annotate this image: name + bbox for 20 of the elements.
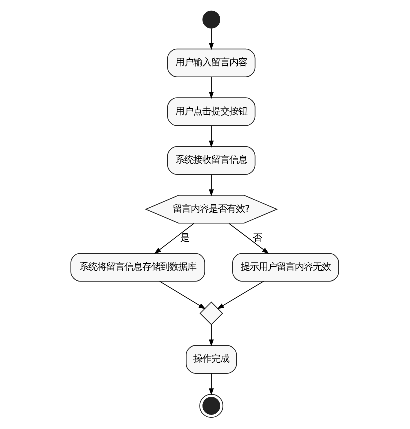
node-box: 提示用户留言内容无效 bbox=[232, 253, 340, 282]
node-box: 用户输入留言内容 bbox=[167, 48, 256, 78]
arrow bbox=[228, 223, 270, 254]
arrow bbox=[209, 174, 214, 197]
arrow bbox=[209, 28, 214, 50]
edge-label: 否 bbox=[253, 232, 262, 244]
node-box: 系统接收留言信息 bbox=[167, 146, 256, 176]
arrow bbox=[209, 373, 214, 396]
arrow bbox=[217, 281, 264, 310]
node-box: 用户点击提交按钮 bbox=[167, 98, 256, 126]
node-box: 系统将留言信息存储到数据库 bbox=[70, 253, 206, 282]
node-box: 操作完成 bbox=[186, 345, 238, 374]
edge-label: 是 bbox=[180, 232, 190, 244]
node-circle bbox=[202, 10, 220, 29]
arrow bbox=[209, 126, 214, 148]
arrow bbox=[160, 281, 206, 310]
node-circle bbox=[200, 394, 224, 418]
arrow bbox=[209, 76, 214, 100]
arrow bbox=[209, 324, 214, 347]
arrow bbox=[154, 223, 195, 254]
